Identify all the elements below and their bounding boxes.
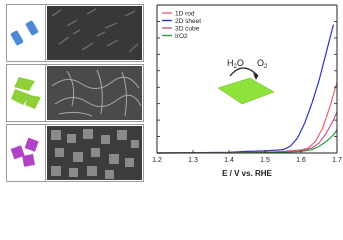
rod-icon: [10, 20, 39, 46]
cube-shape: [24, 137, 39, 152]
cube-icon-cell: [7, 125, 46, 181]
cube-icon: [10, 137, 39, 167]
x-tick-label: 1.4: [224, 157, 234, 164]
panel-3d-cube: [6, 124, 144, 182]
sheet-shape: [11, 89, 31, 105]
legend-label-sheet: 2D sheet: [175, 18, 201, 25]
x-tick-label: 1.3: [188, 157, 198, 164]
sheet-icon-cell: [7, 65, 46, 121]
sheet-icon: [11, 77, 41, 109]
cube-shape: [22, 154, 35, 167]
sem-image-sheet: [47, 66, 142, 120]
reactant-label: H2O: [227, 58, 244, 70]
legend-label-cube: 3D cube: [175, 25, 200, 32]
legend-label-rod: 1D rod: [175, 10, 195, 17]
sheet-shape: [25, 95, 41, 109]
product-label: O2: [257, 58, 268, 70]
sem-image-rod: [47, 6, 142, 60]
panel-2d-sheet: [6, 64, 144, 122]
x-tick-label: 1.2: [152, 157, 162, 164]
x-tick-label: 1.5: [260, 157, 270, 164]
arrow-head: [253, 73, 258, 80]
catalyst-inset: H2O O2: [217, 58, 275, 105]
rod-shape: [25, 20, 39, 36]
sheet-shape: [14, 77, 35, 91]
cube-shape: [10, 145, 25, 160]
legend-label-iro2: IrO2: [175, 33, 188, 40]
x-tick-label: 1.7: [332, 157, 342, 164]
reaction-arrow: [229, 67, 259, 77]
x-axis-label: E / V vs. RHE: [222, 169, 272, 178]
panel-1d-rod: [6, 4, 144, 62]
sem-image-cube: [47, 126, 142, 180]
series-line-sheet: [156, 24, 334, 154]
series-line-iro2: [156, 129, 338, 154]
catalyst-plate: [217, 77, 275, 105]
rod-shape: [10, 30, 24, 46]
x-tick-label: 1.6: [296, 157, 306, 164]
rod-icon-cell: [7, 5, 46, 61]
